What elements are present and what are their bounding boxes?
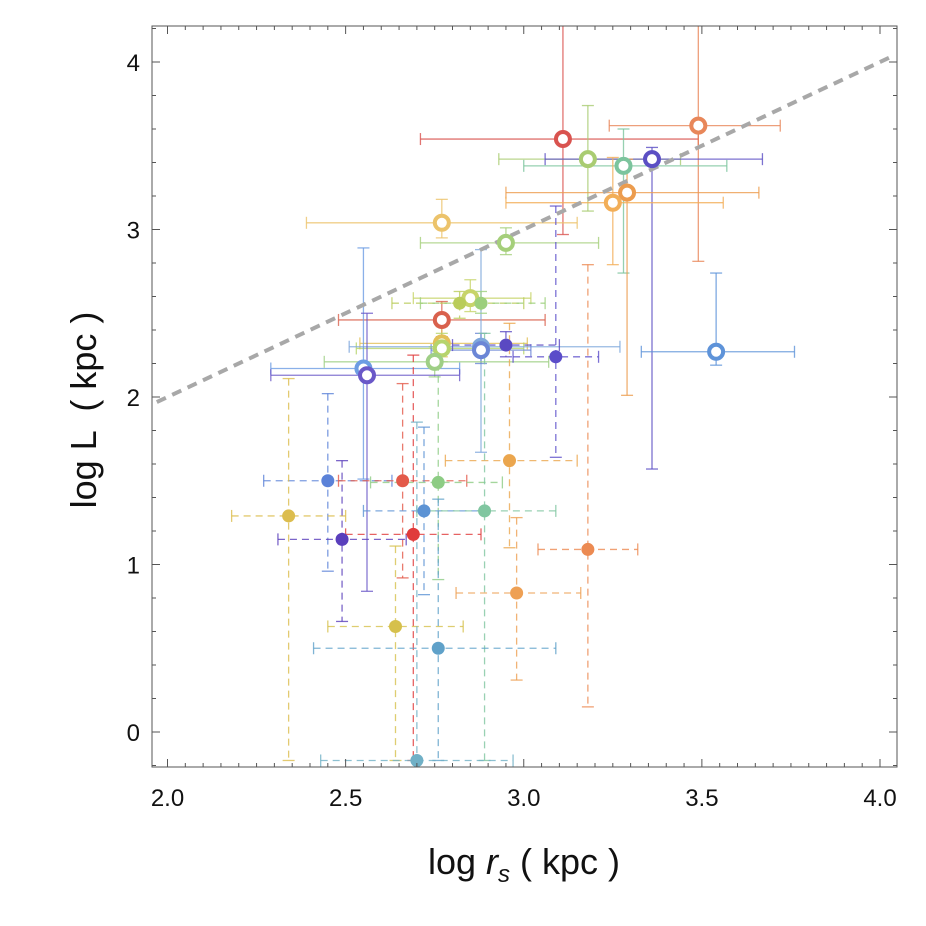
data-point-filled xyxy=(406,527,420,541)
error-bar xyxy=(320,421,514,767)
data-point-filled xyxy=(410,753,424,767)
x-tick-label: 3.0 xyxy=(507,785,540,812)
data-point-filled xyxy=(499,338,513,352)
data-point-open xyxy=(425,352,444,371)
error-bar xyxy=(327,545,464,762)
x-tick-label: 3.5 xyxy=(685,785,718,812)
data-point-open xyxy=(689,116,708,135)
y-tick-label: 3 xyxy=(127,218,140,245)
x-tick-label: 2.5 xyxy=(329,785,362,812)
data-point-open xyxy=(578,150,597,169)
data-point-filled xyxy=(321,474,335,488)
error-bar xyxy=(344,354,482,762)
error-bar xyxy=(608,26,781,262)
data-point-open xyxy=(432,339,451,358)
data-point-open xyxy=(472,341,490,360)
y-tick-labels: 0 1 2 3 4 xyxy=(127,50,140,747)
data-point-filled xyxy=(510,586,524,600)
data-point-filled xyxy=(389,619,402,633)
error-bar xyxy=(544,146,764,470)
plot-frame xyxy=(151,25,898,768)
data-point-open xyxy=(603,193,622,212)
data-point-open xyxy=(496,233,515,252)
error-bars xyxy=(230,26,796,767)
data-point-open xyxy=(553,130,572,149)
data-point-filled xyxy=(396,474,410,488)
data-point-open xyxy=(643,150,661,169)
data-point-filled xyxy=(581,542,595,556)
x-tick-label: 4.0 xyxy=(863,785,896,812)
error-bar xyxy=(312,498,557,762)
y-tick-label: 0 xyxy=(127,720,140,747)
data-point-open xyxy=(707,342,726,361)
y-tick-label: 2 xyxy=(127,385,140,412)
data-point-filled xyxy=(478,504,492,518)
data-point-filled xyxy=(453,296,467,310)
x-axis-title: log rs ( kpc ) xyxy=(428,841,620,888)
data-point-open xyxy=(432,213,451,232)
data-point-filled xyxy=(549,350,563,364)
x-tick-label: 2.0 xyxy=(151,785,184,812)
error-bar xyxy=(230,377,347,762)
y-tick-label: 4 xyxy=(127,50,140,77)
data-point-filled xyxy=(417,504,431,518)
data-point-filled xyxy=(335,532,349,546)
data-point-filled xyxy=(431,641,445,655)
data-point-open xyxy=(614,156,633,175)
error-bar xyxy=(537,264,639,708)
data-point-filled xyxy=(282,509,296,523)
axis-ticks xyxy=(152,26,897,767)
data-markers xyxy=(282,116,726,767)
data-point-filled xyxy=(474,296,488,310)
error-bar xyxy=(512,205,600,458)
y-tick-label: 1 xyxy=(127,553,140,580)
data-point-filled xyxy=(503,454,516,468)
error-bar xyxy=(369,351,504,581)
data-point-open xyxy=(358,366,376,385)
data-point-filled xyxy=(431,475,445,489)
x-tick-labels: 2.0 2.5 3.0 3.5 4.0 xyxy=(151,785,897,812)
data-point-open xyxy=(432,310,451,329)
y-axis-title: log L ( kpc ) xyxy=(63,312,104,509)
data-point-open xyxy=(618,183,637,202)
